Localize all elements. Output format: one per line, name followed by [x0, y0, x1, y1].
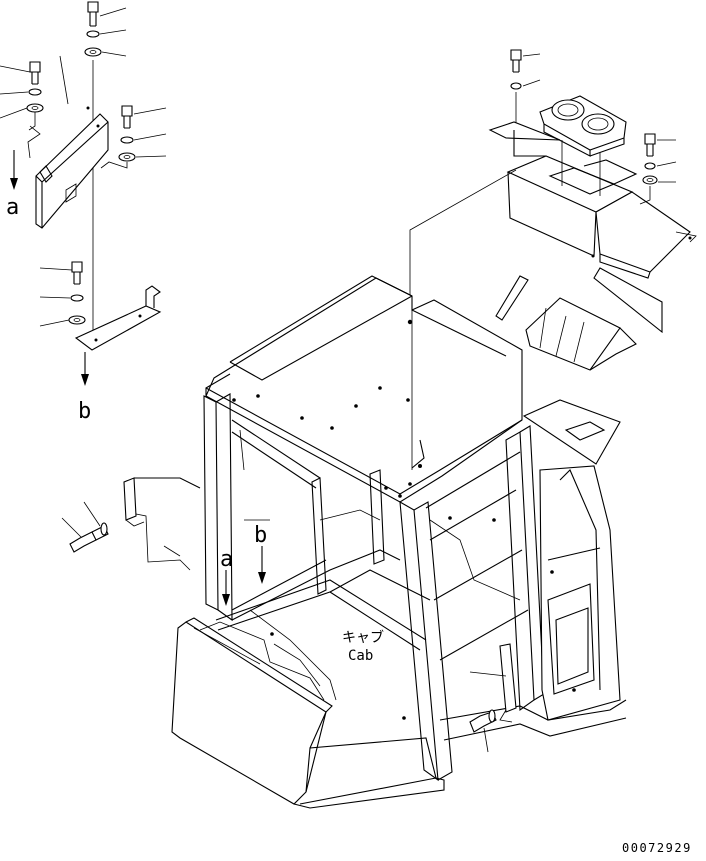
- cab-structure: [171, 275, 627, 809]
- side-cover-panel: [27, 55, 109, 229]
- console-assembly: [488, 95, 697, 279]
- label-a-cab: a: [220, 547, 233, 572]
- arrow-b-cab: b: [254, 523, 267, 584]
- bracket-bolt-group: [39, 261, 86, 327]
- left-handrail: [61, 477, 201, 571]
- label-b-cab: b: [254, 523, 267, 548]
- arrow-b-left: b: [78, 352, 91, 424]
- right-handrail: [469, 643, 517, 753]
- label-a-top: a: [6, 195, 19, 220]
- arrow-a-cab: a: [220, 547, 233, 606]
- cover-bolt-group: [0, 61, 44, 131]
- bracket-plate: [74, 285, 162, 351]
- console-bolt-group: [510, 49, 541, 125]
- top-bolt-stack: [84, 1, 127, 345]
- drawing-number: 00072929: [622, 841, 692, 855]
- label-b-left: b: [78, 399, 91, 424]
- cab-label-japanese: キャブ: [342, 629, 384, 646]
- arrow-a-top: a: [6, 150, 19, 220]
- floor-mats: [495, 267, 663, 465]
- cover-bolt-group-2: [100, 105, 167, 169]
- console-bolt-group-2: [639, 133, 677, 205]
- cab-label-english: Cab: [348, 648, 373, 664]
